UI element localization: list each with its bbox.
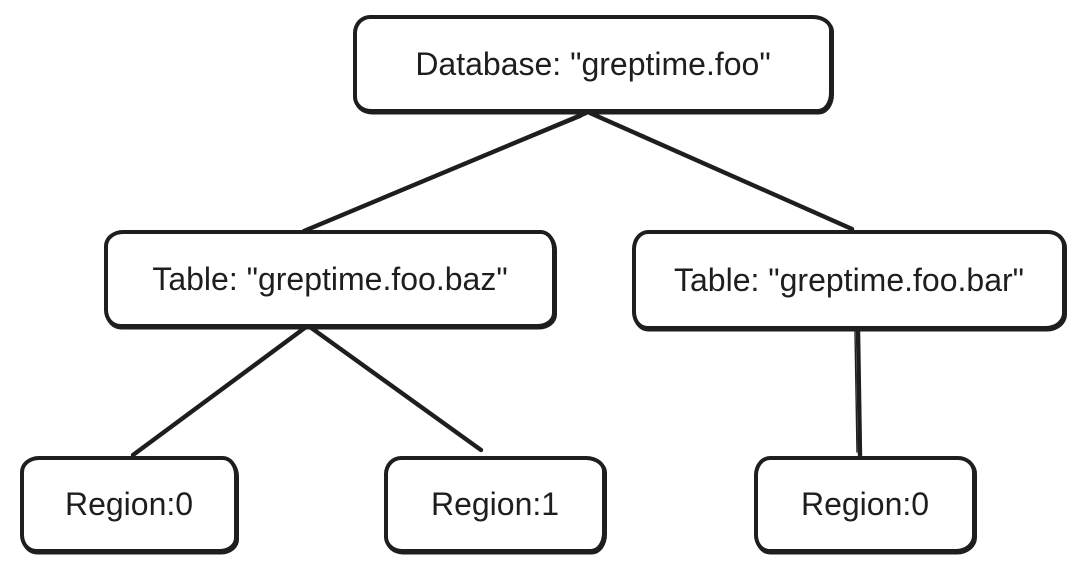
edge-table-bar-to-region-bar-0 [855,327,863,458]
node-region-baz-0-label: Region:0 [64,486,194,523]
node-region-baz-1-label: Region:1 [430,486,560,523]
node-region-baz-1: Region:1 [384,456,606,553]
edge-database-to-table-bar [587,110,855,232]
node-table-bar: Table: "greptime.foo.bar" [632,230,1066,330]
node-region-baz-0: Region:0 [20,456,238,553]
node-table-bar-label: Table: "greptime.foo.bar" [673,261,1024,298]
edge-table-baz-to-region-baz-1 [307,324,484,453]
node-database-label: Database: "greptime.foo" [415,45,771,82]
node-region-bar-0-label: Region:0 [800,486,930,523]
node-table-baz: Table: "greptime.foo.baz" [104,230,556,328]
edge-table-bar-to-region-bar-0-sketch [854,331,858,453]
edge-table-baz-to-region-baz-0-sketch [139,329,302,450]
node-table-baz-label: Table: "greptime.foo.baz" [152,260,508,297]
node-database: Database: "greptime.foo" [353,15,833,113]
edge-database-to-table-baz-sketch [308,116,582,230]
node-region-bar-0: Region:0 [754,456,976,553]
